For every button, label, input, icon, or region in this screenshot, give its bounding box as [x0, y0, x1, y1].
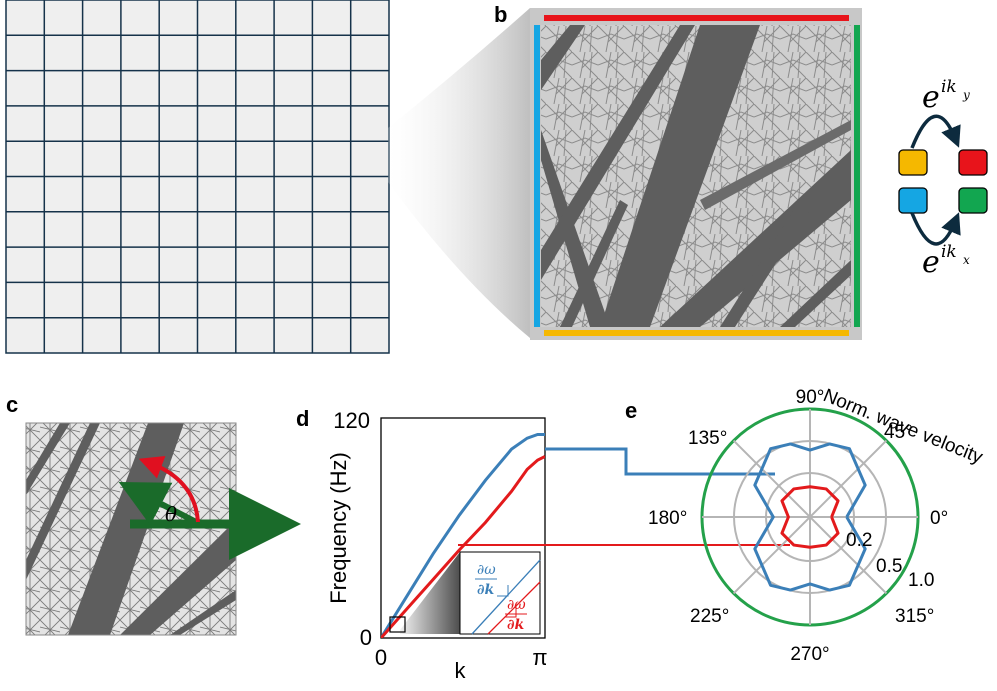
rtick-1.0: 1.0: [908, 570, 934, 591]
angle-315: 315°: [895, 606, 934, 627]
inset-blue-num: ∂ω: [477, 562, 496, 578]
exp-y-sub: y: [962, 88, 970, 102]
panel-label-c: c: [6, 392, 18, 417]
radial-axis-label: Norm. wave velocity: [820, 385, 986, 468]
inset-blue-den: ∂k: [477, 582, 494, 598]
y-axis-label: Frequency (Hz): [326, 452, 351, 604]
plot-frame: [380, 417, 546, 639]
rotation-arc: [138, 456, 200, 523]
angle-270: 270°: [790, 644, 829, 665]
xtick-right: π: [532, 645, 547, 670]
node-green: [958, 187, 988, 214]
ytick-top: 120: [333, 408, 370, 433]
direction-arrow-tilted: [118, 481, 202, 527]
edge-right-green: [854, 25, 860, 327]
exp-x-sup: ik: [941, 242, 957, 262]
edge-left-blue: [534, 25, 540, 327]
rtick-0.5: 0.5: [876, 556, 902, 577]
theta-label: θ: [165, 502, 177, 526]
zoom-cone: [388, 8, 530, 338]
x-axis-label: k: [455, 658, 467, 683]
node-red: [958, 149, 988, 176]
polar-series-1: [780, 485, 840, 549]
polar-spokes: [702, 409, 918, 625]
exp-x-base: e: [922, 245, 940, 280]
node-blue: [898, 187, 928, 214]
xtick-left: 0: [375, 645, 387, 670]
cell-direction-c: θ: [25, 422, 301, 636]
angle-90: 90°: [796, 387, 825, 408]
angle-135: 135°: [688, 428, 727, 449]
dispersion-inset: ∂ω ∂k ∂ω ∂k: [400, 551, 541, 635]
unit-cell-b: [530, 8, 862, 340]
node-yellow: [898, 149, 928, 176]
angle-180: 180°: [648, 508, 687, 529]
angle-0: 0°: [930, 508, 948, 529]
ytick-bottom: 0: [360, 625, 372, 650]
panel-label-d: d: [296, 406, 309, 431]
exp-y-sup: ik: [941, 77, 957, 97]
polar-chart: 0° 45° 90° 135° 180° 225° 270° 315° 0.2 …: [648, 385, 986, 665]
connector-blue: [545, 447, 775, 476]
bloch-diagram: e ik y e ik x: [898, 77, 988, 280]
dispersion-series-0: [381, 433, 545, 638]
lattice-grid: [5, 0, 390, 354]
rtick-0.2: 0.2: [846, 530, 872, 551]
exp-x-sub: x: [963, 253, 970, 267]
dispersion-series-1: [381, 455, 545, 638]
inset-red-num: ∂ω: [507, 597, 526, 613]
dispersion-chart: 120 0 0 π k Frequency (Hz) ∂ω ∂k ∂ω ∂k: [326, 408, 548, 683]
panel-label-b: b: [494, 2, 507, 27]
polar-series-0: [753, 442, 867, 592]
edge-bottom-yellow: [544, 330, 849, 336]
panel-label-e: e: [625, 398, 637, 423]
exp-y-base: e: [922, 80, 940, 115]
zoom-box: [389, 616, 406, 633]
angle-45: 45°: [884, 422, 913, 443]
inset-red-den: ∂k: [507, 617, 524, 633]
angle-225: 225°: [690, 606, 729, 627]
edge-top-red: [544, 15, 849, 21]
